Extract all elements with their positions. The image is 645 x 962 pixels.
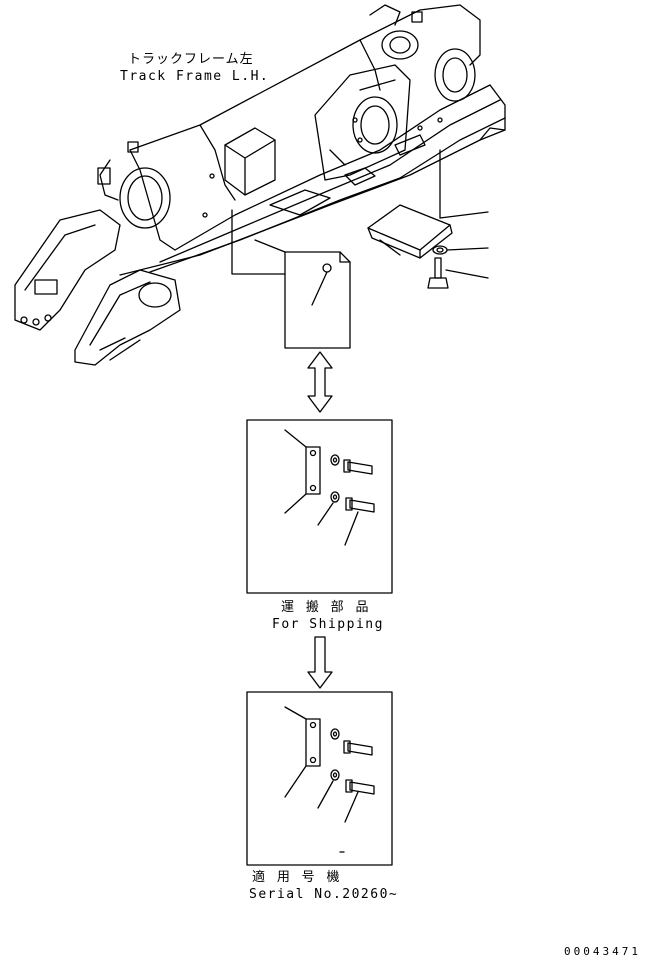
track-frame-drawing xyxy=(14,4,506,366)
down-arrow-icon xyxy=(307,636,333,689)
detail-box-frame xyxy=(231,209,351,349)
shipping-parts-box xyxy=(246,419,393,594)
serial-label-en: Serial No.20260~ xyxy=(249,887,399,902)
serial-label-jp: 適 用 号 機 xyxy=(252,870,342,885)
document-number: 00043471 xyxy=(564,945,641,958)
track-frame-label-jp: トラックフレーム左 xyxy=(128,52,254,67)
track-frame-label-en: Track Frame L.H. xyxy=(120,69,270,84)
serial-parts-box xyxy=(246,691,393,866)
leader-line-cover xyxy=(439,211,489,219)
double-arrow-icon xyxy=(307,351,333,413)
leader-line-bolt xyxy=(445,269,489,279)
leader-line-washer xyxy=(446,247,489,251)
shipping-label-jp: 運 搬 部 品 xyxy=(281,600,371,615)
shipping-label-en: For Shipping xyxy=(272,617,384,632)
